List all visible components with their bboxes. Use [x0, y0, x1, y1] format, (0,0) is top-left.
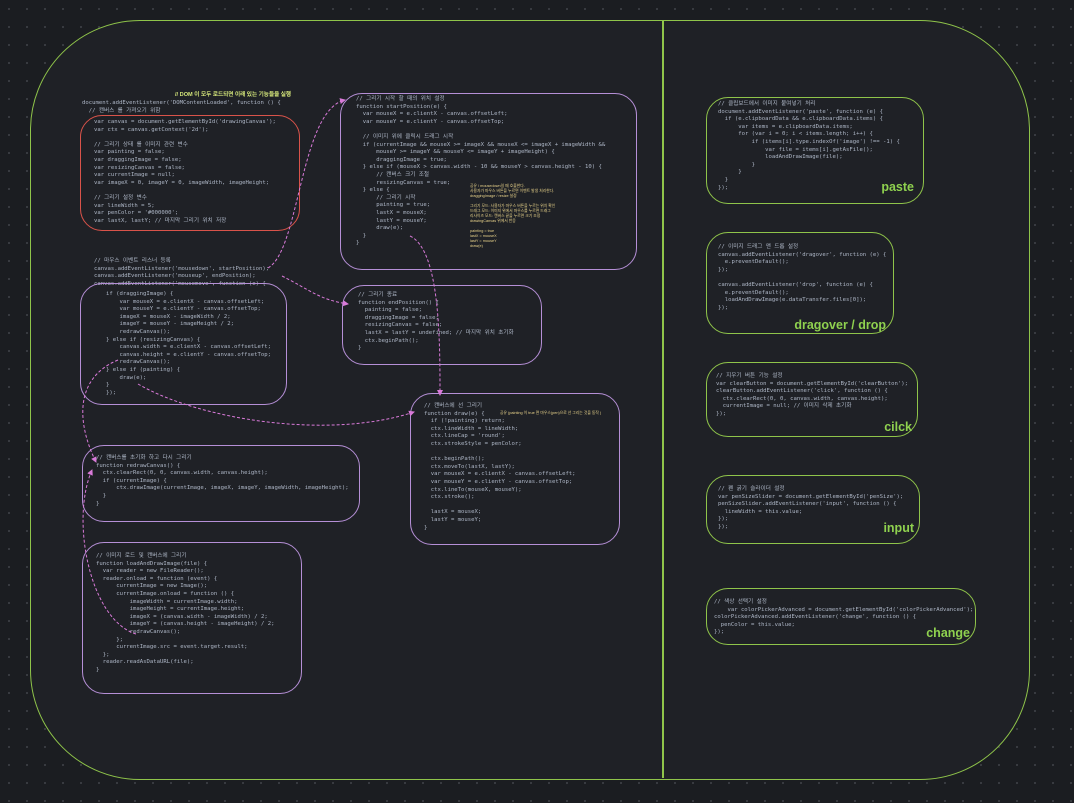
arrow-mousemove-draw-to-draw	[137, 383, 415, 426]
arrow-mousemove-redraw-to-redraw	[82, 359, 119, 463]
paste-code: // 클립보드에서 이미지 붙여넣기 처리 document.addEventL…	[718, 101, 900, 191]
paste-box	[706, 97, 924, 204]
dom-loaded-header-code: document.addEventListener('DOMContentLoa…	[82, 100, 281, 114]
clear-button-box	[706, 362, 918, 437]
dragdrop-box	[706, 232, 894, 334]
init-variables-box	[80, 115, 300, 231]
arrow-mouseup-to-end	[281, 275, 349, 307]
init-variables-code: var canvas = document.getElementById('dr…	[94, 119, 276, 224]
start-position-code: // 그리기 시작 할 때의 위치 설정 function startPosit…	[356, 96, 606, 247]
draw-function-note: 공유 (painting 이 true 면 마우스(pen)으로 선 그리는 것…	[500, 411, 602, 415]
end-position-code: // 그리기 종료 function endPosition() { paint…	[358, 292, 514, 352]
load-image-box	[82, 542, 302, 694]
outer-frame	[30, 20, 1030, 780]
color-picker-box	[706, 588, 976, 645]
load-image-code: // 이미지 로드 및 캔버스에 그리기 function loadAndDra…	[96, 553, 275, 673]
arrow-mousedown-to-start	[267, 98, 346, 269]
clear-button-code: // 지우기 버튼 기능 설정 var clearButton = docume…	[716, 373, 908, 417]
start-position-box	[340, 93, 637, 270]
draw-function-code: // 캔버스에 선 그리기 function draw(e) { if (!pa…	[424, 403, 576, 531]
change-event-label: change	[926, 626, 970, 640]
mousemove-handler-code: if (draggingImage) { var mouseX = e.clie…	[106, 291, 272, 396]
pen-size-box	[706, 475, 920, 544]
input-event-label: input	[883, 521, 914, 535]
dragdrop-event-label: dragover / drop	[794, 318, 886, 332]
pen-size-code: // 펜 굵기 슬라이더 설정 var penSizeSlider = docu…	[718, 486, 904, 530]
paste-event-label: paste	[881, 180, 914, 194]
color-picker-code: // 색상 선택기 설정 var colorPickerAdvanced = d…	[714, 599, 974, 636]
column-divider	[662, 21, 664, 778]
dragdrop-code: // 이미지 드래그 앤 드롭 설정 canvas.addEventListen…	[718, 244, 887, 311]
start-position-note: 공유 / mousedown일 때 호출한다. 사용자가 마우스 버튼을 누르면…	[470, 184, 556, 248]
arrow-load-redraw-to-redraw	[82, 469, 137, 635]
draw-function-box	[410, 393, 620, 545]
redraw-canvas-code: // 캔버스를 초기화 하고 다시 그리기 function redrawCan…	[96, 455, 349, 507]
click-event-label: cilck	[884, 420, 912, 434]
end-position-box	[342, 285, 542, 365]
mousemove-handler-box	[80, 283, 287, 405]
page-title: // DOM 이 모두 로드되면 이래 있는 기능들을 실행	[175, 92, 292, 98]
arrow-start-draw-to-draw	[409, 235, 443, 396]
redraw-canvas-box	[82, 445, 360, 522]
